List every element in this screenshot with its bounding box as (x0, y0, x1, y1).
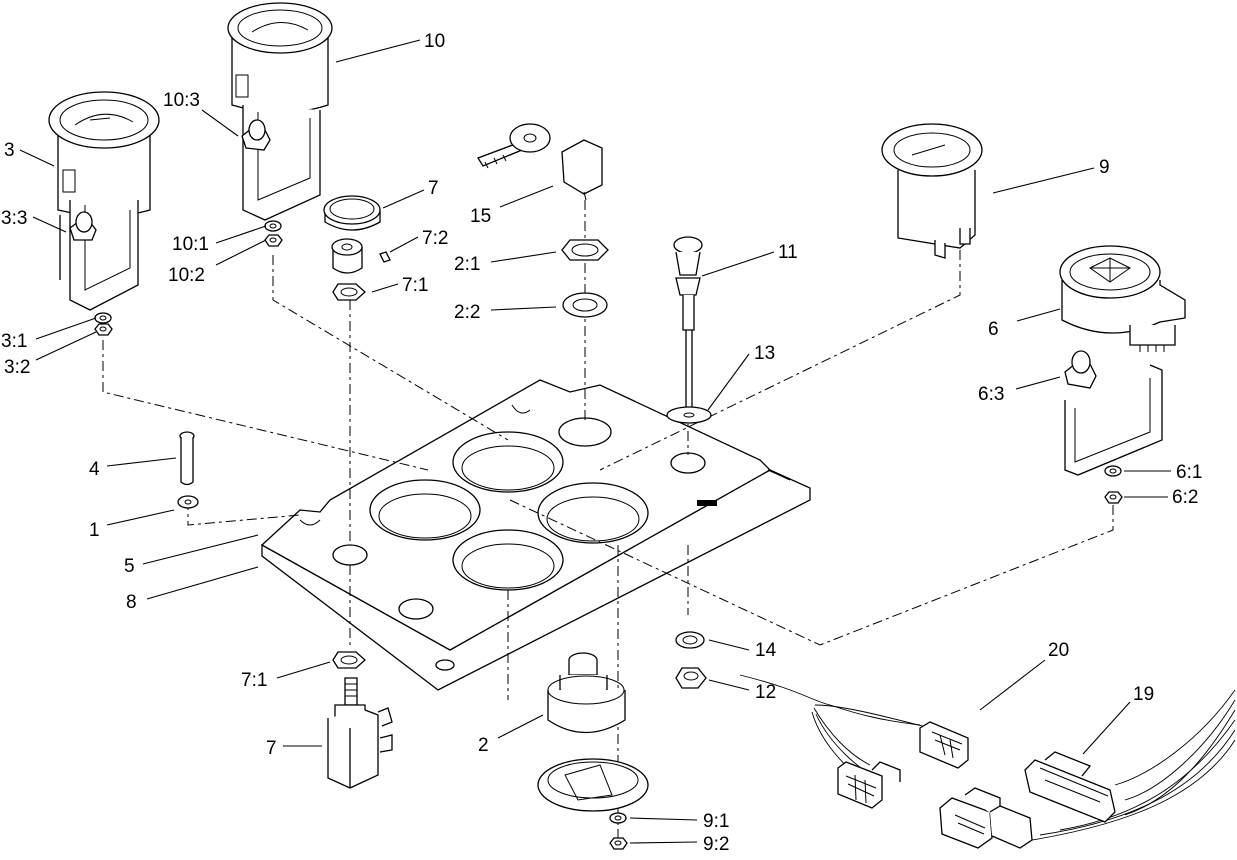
callout-9: 9 (1099, 157, 1110, 178)
wire-harness-19 (939, 689, 1236, 849)
control-panel-plate (260, 379, 791, 671)
callout-6-2: 6:2 (1172, 487, 1198, 508)
push-switch-7 (327, 677, 393, 789)
washer-1 (177, 495, 199, 509)
callout-13: 13 (754, 343, 775, 364)
nut-10-2 (264, 234, 283, 247)
nut-2-1 (561, 239, 609, 261)
bulb-3-3 (69, 211, 97, 241)
nut-12 (675, 667, 707, 689)
gauge-3 (48, 91, 160, 311)
washer-3-1 (94, 312, 112, 324)
choke-cable-11 (673, 236, 703, 410)
callout-3-3: 3:3 (1, 208, 27, 229)
gauge-6 (1059, 245, 1186, 476)
callout-9-1: 9:1 (703, 811, 729, 832)
washer-9-1 (609, 812, 627, 824)
lock-washer-2-2 (562, 292, 608, 318)
callout-2-2: 2:2 (454, 302, 480, 323)
nut-7-1 (332, 283, 366, 301)
nut-3-2 (94, 323, 113, 336)
callout-6-3: 6:3 (978, 384, 1004, 405)
callout-3: 3 (4, 140, 15, 161)
callout-8: 8 (126, 592, 137, 613)
callout-9-2: 9:2 (703, 834, 729, 855)
callout-1: 1 (89, 520, 100, 541)
callout-7: 7 (428, 178, 439, 199)
washer-10-1 (264, 220, 282, 232)
callout-3-1: 3:1 (1, 331, 27, 352)
callout-10-2: 10:2 (168, 265, 205, 286)
callout-12: 12 (755, 682, 776, 703)
callout-6: 6 (988, 319, 999, 340)
nut-6-2 (1104, 491, 1123, 504)
leader-lines (19, 39, 1171, 844)
screw-4 (179, 431, 195, 486)
washer-6-1 (1104, 465, 1122, 477)
wire-harness-20 (739, 674, 969, 809)
gauge-cover-9 (537, 758, 649, 812)
callout-7-lower: 7 (266, 738, 277, 759)
nut-7-1-lower (332, 651, 366, 669)
lock-washer-14 (675, 631, 705, 649)
callout-7-1: 7:1 (402, 275, 428, 296)
callout-7-2: 7:2 (422, 228, 448, 249)
gauge-9 (881, 123, 983, 259)
washer-13 (666, 406, 712, 424)
key-15 (477, 123, 603, 201)
callout-10: 10 (424, 31, 445, 52)
bulb-6-3 (1064, 350, 1097, 389)
set-screw-7-2 (379, 251, 391, 263)
callout-10-1: 10:1 (172, 234, 209, 255)
callout-11: 11 (778, 242, 798, 263)
callout-5: 5 (124, 556, 135, 577)
callout-10-3: 10:3 (163, 90, 200, 111)
callout-15: 15 (470, 206, 491, 227)
ignition-switch-2 (547, 652, 626, 734)
callout-3-2: 3:2 (4, 357, 30, 378)
callout-labels: 3 3:3 3:1 3:2 10 10:3 10:1 10:2 7 7:2 7:… (1, 31, 1202, 855)
callout-20: 20 (1048, 640, 1069, 661)
nut-9-2 (609, 837, 628, 850)
assembly-center-lines (102, 200, 1114, 840)
knob-7 (323, 195, 381, 231)
callout-19: 19 (1133, 684, 1154, 705)
spacer-7 (331, 238, 363, 274)
bulb-10-3 (241, 119, 271, 151)
callout-6-1: 6:1 (1176, 462, 1202, 483)
callout-7-1-lower: 7:1 (241, 670, 267, 691)
callout-4: 4 (89, 459, 100, 480)
callout-2-1: 2:1 (454, 254, 480, 275)
gauge-10 (227, 2, 333, 221)
callout-14: 14 (755, 640, 777, 661)
callout-2: 2 (478, 735, 489, 756)
